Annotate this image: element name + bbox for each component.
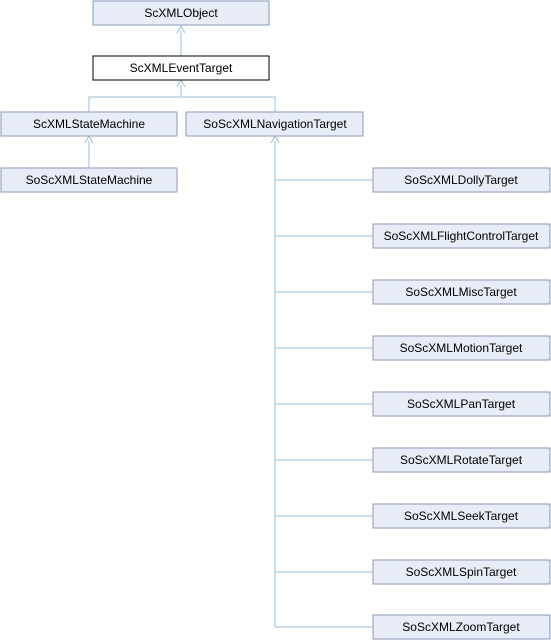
node-label: SoScXMLFlightControlTarget xyxy=(384,229,539,243)
node-so-scxml-seek-target[interactable]: SoScXMLSeekTarget xyxy=(372,503,551,529)
node-so-scxml-flight-control-target[interactable]: SoScXMLFlightControlTarget xyxy=(372,223,551,249)
edge-navigation-target-to-event-target xyxy=(181,96,276,112)
node-label: SoScXMLPanTarget xyxy=(407,397,516,411)
node-scxml-state-machine[interactable]: ScXMLStateMachine xyxy=(0,111,178,137)
node-so-scxml-spin-target[interactable]: SoScXMLSpinTarget xyxy=(372,559,551,585)
node-label: SoScXMLRotateTarget xyxy=(400,453,523,467)
node-label: SoScXMLNavigationTarget xyxy=(203,117,347,131)
node-label: SoScXMLStateMachine xyxy=(26,173,153,187)
node-so-scxml-zoom-target[interactable]: SoScXMLZoomTarget xyxy=(372,614,551,640)
node-so-scxml-pan-target[interactable]: SoScXMLPanTarget xyxy=(372,391,551,417)
node-so-scxml-misc-target[interactable]: SoScXMLMiscTarget xyxy=(372,279,551,305)
node-so-scxml-rotate-target[interactable]: SoScXMLRotateTarget xyxy=(372,447,551,473)
node-so-scxml-motion-target[interactable]: SoScXMLMotionTarget xyxy=(372,335,551,361)
edge-group xyxy=(84,24,373,628)
node-label: SoScXMLMotionTarget xyxy=(400,341,523,355)
node-label: SoScXMLDollyTarget xyxy=(404,173,518,187)
node-label: SoScXMLZoomTarget xyxy=(402,620,520,634)
node-so-scxml-dolly-target[interactable]: SoScXMLDollyTarget xyxy=(372,167,551,193)
arrowhead-object xyxy=(176,24,186,34)
node-label: SoScXMLMiscTarget xyxy=(405,285,517,299)
node-label: SoScXMLSeekTarget xyxy=(404,509,519,523)
node-so-scxml-navigation-target[interactable]: SoScXMLNavigationTarget xyxy=(185,111,364,137)
node-label: ScXMLObject xyxy=(144,6,218,20)
node-scxml-object[interactable]: ScXMLObject xyxy=(92,0,270,26)
node-label: ScXMLStateMachine xyxy=(33,117,145,131)
node-so-scxml-state-machine[interactable]: SoScXMLStateMachine xyxy=(0,167,178,193)
node-label: SoScXMLSpinTarget xyxy=(406,565,517,579)
edge-state-machine-to-event-target xyxy=(88,85,182,112)
node-label: ScXMLEventTarget xyxy=(130,61,233,75)
node-scxml-event-target[interactable]: ScXMLEventTarget xyxy=(92,55,270,81)
